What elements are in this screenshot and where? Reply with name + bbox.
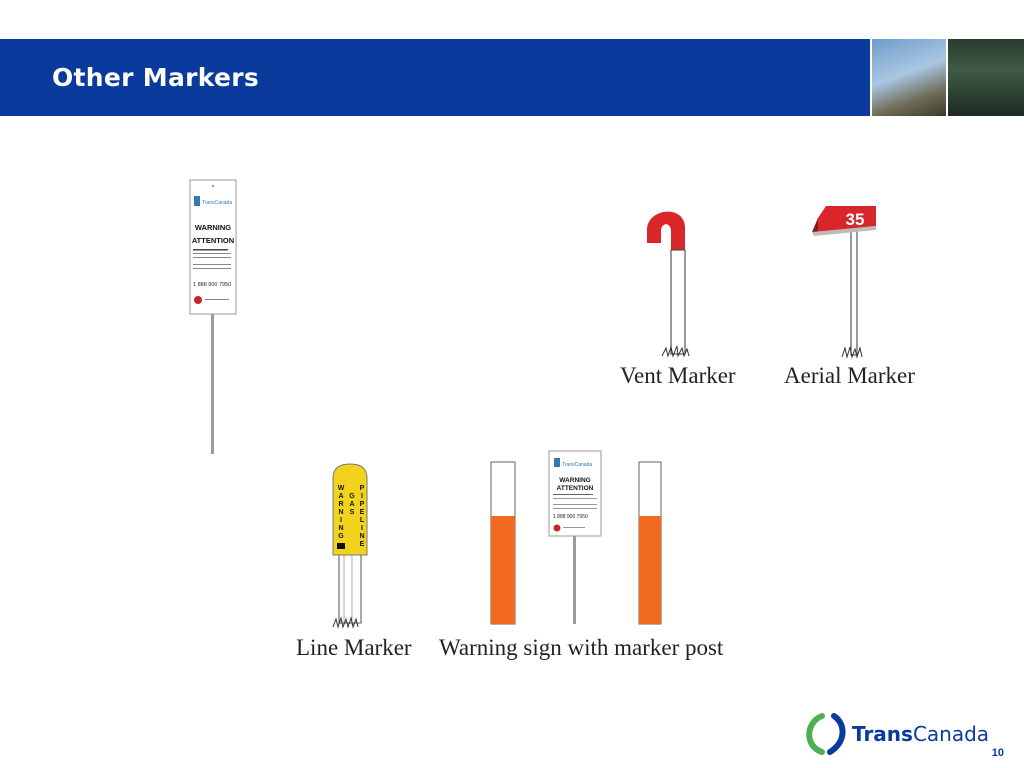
aerial-number: 35: [846, 210, 865, 229]
svg-text:N: N: [338, 525, 343, 532]
svg-text:G: G: [349, 493, 355, 500]
svg-text:P: P: [360, 501, 365, 508]
sign-warning: WARNING: [195, 223, 231, 232]
small-sign-brand: TransCanada: [562, 462, 592, 468]
header-photo-pipeline: [872, 39, 946, 116]
marker-post-left: [490, 461, 516, 625]
svg-text:E: E: [360, 509, 365, 516]
caption-line-marker: Line Marker: [296, 635, 412, 660]
vent-marker: [647, 211, 690, 358]
svg-text:G: G: [338, 533, 344, 540]
svg-text:A: A: [349, 501, 354, 508]
svg-text:P: P: [360, 485, 365, 492]
svg-text:A: A: [338, 493, 343, 500]
small-sign-phone: 1 888 900 7950: [553, 514, 588, 520]
svg-text:N: N: [359, 533, 364, 540]
caption-aerial-marker: Aerial Marker: [784, 363, 915, 388]
warning-sign-tall: TransCanada WARNING ATTENTION 1 888 900 …: [189, 179, 237, 454]
svg-text:I: I: [361, 525, 363, 532]
svg-text:N: N: [338, 509, 343, 516]
svg-text:I: I: [361, 493, 363, 500]
title-bar: Other Markers: [0, 39, 870, 116]
transcanada-logo: TransCanada: [852, 722, 989, 746]
sign-phone: 1 888 900 7950: [193, 282, 231, 288]
transcanada-logo-icon: [806, 713, 846, 755]
svg-text:E: E: [360, 541, 365, 548]
small-sign-warning: WARNING: [559, 477, 590, 484]
caption-vent-marker: Vent Marker: [620, 363, 736, 388]
logo-text-regular: Canada: [912, 722, 990, 746]
slide-title: Other Markers: [52, 63, 260, 92]
page-number: 10: [991, 747, 1004, 759]
svg-text:R: R: [338, 501, 343, 508]
caption-warning-sign: Warning sign with marker post: [439, 635, 724, 660]
aerial-marker: 35: [812, 206, 876, 359]
marker-post-right: [638, 461, 662, 625]
logo-text-bold: Trans: [852, 722, 913, 746]
svg-text:W: W: [338, 485, 345, 492]
svg-text:I: I: [340, 517, 342, 524]
sign-attention: ATTENTION: [192, 236, 234, 245]
line-marker: WAR NING GAS PIP ELI NE: [332, 463, 368, 629]
svg-text:S: S: [350, 509, 355, 516]
svg-text:L: L: [360, 517, 365, 524]
header-photo-control-room: [948, 39, 1024, 116]
small-sign-attention: ATTENTION: [557, 485, 594, 492]
warning-sign-small: TransCanada WARNING ATTENTION 1 888 900 …: [548, 450, 602, 624]
sign-brand: TransCanada: [202, 200, 232, 206]
